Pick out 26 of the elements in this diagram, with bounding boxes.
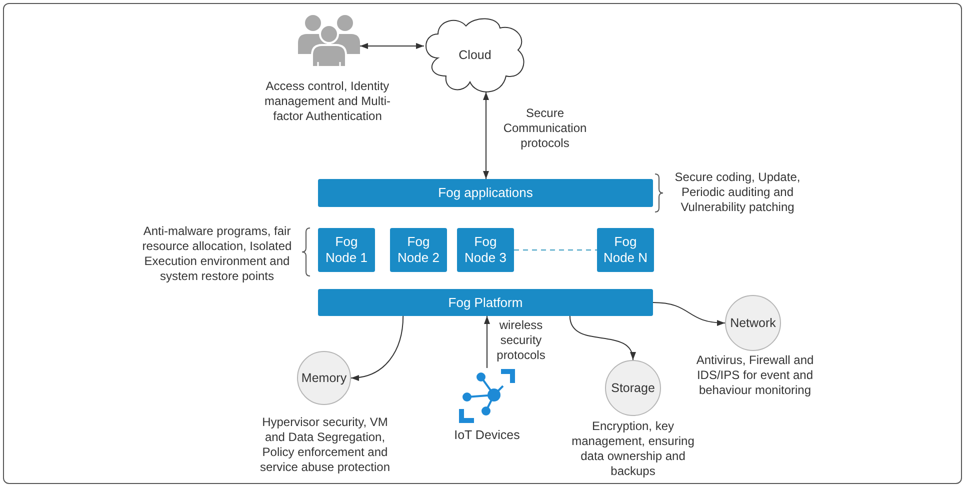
arrow	[484, 316, 490, 368]
node-caption: Secure coding, Update, Periodic auditing and Vulnerability patching	[674, 170, 802, 215]
node-caption: Antivirus, Firewall and IDS/IPS for event and behaviour monitoring	[695, 353, 815, 398]
component-circle: Storage	[605, 360, 661, 416]
arrow	[483, 92, 490, 180]
edge-label: wireless security protocols	[496, 318, 546, 363]
layer-bar: Fog applications	[318, 179, 653, 207]
component-circle: Network	[725, 295, 781, 351]
node-label: Cloud	[458, 48, 492, 62]
node-box: Fog Node N	[597, 228, 654, 272]
edge-label: Secure Communication protocols	[502, 106, 588, 151]
node-caption: Encryption, key management, ensuring data ownership and backups	[570, 419, 696, 479]
arrow	[360, 42, 424, 50]
user-group-icon	[298, 14, 360, 68]
arrow	[350, 316, 404, 380]
layer-bar: Fog Platform	[318, 289, 653, 316]
node-box: Fog Node 1	[318, 228, 375, 272]
node-caption: Hypervisor security, VM and Data Segregation, Policy enforcement and service abuse protection	[258, 415, 392, 475]
component-circle: Memory	[297, 351, 351, 405]
icon-label: IoT Devices	[454, 428, 520, 443]
node-caption: Access control, Identity management and Multi-factor Authentication	[263, 79, 392, 124]
note-text: Anti-malware programs, fair resource allocation, Isolated Execution environment and system restore points	[141, 224, 293, 284]
node-box: Fog Node 2	[390, 228, 447, 272]
node-box: Fog Node 3	[457, 228, 514, 272]
arrow	[569, 316, 635, 360]
arrow	[652, 302, 726, 326]
